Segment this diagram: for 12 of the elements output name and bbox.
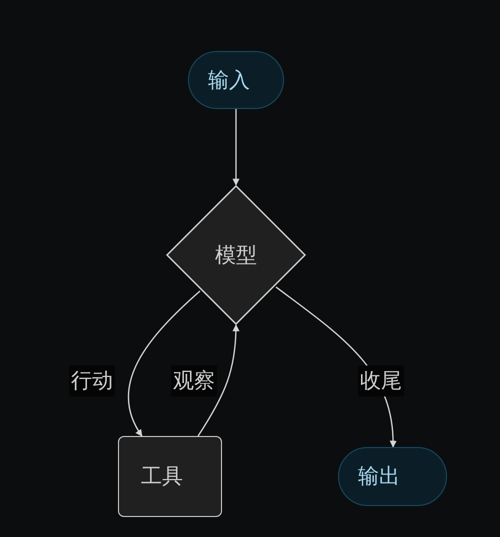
arrow — [198, 324, 240, 436]
edge-label: 行动 — [69, 366, 115, 396]
arrow — [128, 290, 200, 437]
edge-label: 收尾 — [358, 366, 404, 396]
node-label: 模型 — [215, 244, 257, 266]
arrow — [232, 109, 240, 186]
edge-label: 观察 — [171, 366, 217, 396]
decision-diamond — [166, 185, 306, 325]
node-label: 输出 — [358, 466, 400, 487]
node-label: 工具 — [141, 466, 183, 487]
process-box — [118, 436, 222, 517]
node-label: 输入 — [208, 70, 250, 90]
